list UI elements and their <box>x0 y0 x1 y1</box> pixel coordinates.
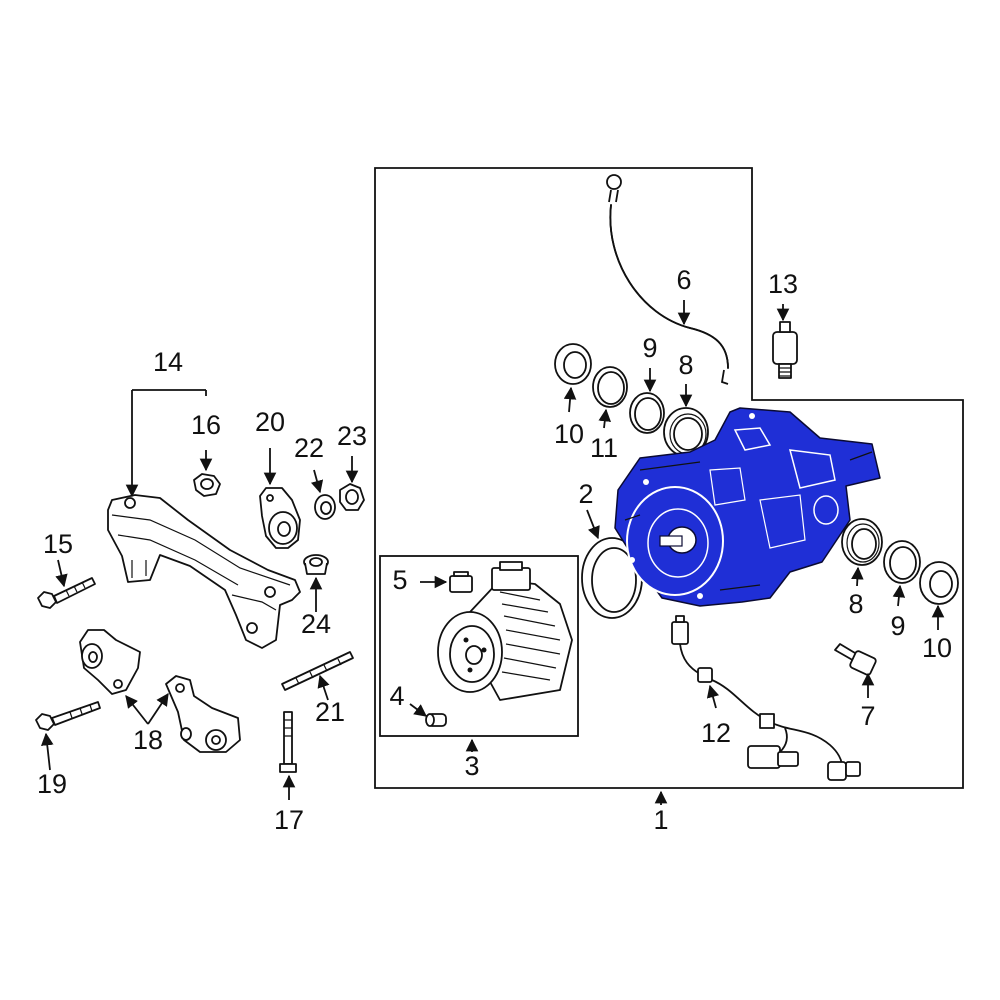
nut-part-16 <box>193 473 221 497</box>
assembly-1-outline <box>374 167 964 789</box>
bolt-part-19 <box>35 701 101 731</box>
nut-part-23 <box>339 483 365 511</box>
callout-12: 12 <box>701 718 731 748</box>
callout-9-upper: 9 <box>642 333 657 363</box>
callout-19: 19 <box>37 769 67 799</box>
seal-10-lower <box>919 561 959 605</box>
callout-1: 1 <box>653 805 668 835</box>
callout-24: 24 <box>301 609 331 639</box>
ring-11 <box>592 366 628 408</box>
sensor-part-7 <box>834 643 877 676</box>
ring-9-upper <box>629 392 665 434</box>
callout-23: 23 <box>337 421 367 451</box>
callout-15: 15 <box>43 529 73 559</box>
callout-2: 2 <box>578 479 593 509</box>
callout-14: 14 <box>153 347 183 377</box>
sensor-part-13 <box>772 321 798 379</box>
callout-5: 5 <box>392 565 407 595</box>
callout-3: 3 <box>464 751 479 781</box>
callout-17: 17 <box>274 805 304 835</box>
bushing-part-24 <box>303 554 329 575</box>
crossmember-14 <box>107 494 301 649</box>
callout-4: 4 <box>389 681 404 711</box>
callout-21: 21 <box>315 697 345 727</box>
callout-10-lower: 10 <box>922 633 952 663</box>
bolt-part-17 <box>279 711 297 773</box>
callout-labels: 1 2 3 4 5 6 7 8 8 9 9 10 10 11 12 13 14 … <box>37 265 952 835</box>
callout-8-upper: 8 <box>678 350 693 380</box>
stud-part-21 <box>281 651 354 691</box>
callout-22: 22 <box>294 433 324 463</box>
connector-part-5 <box>449 571 473 593</box>
pin-part-4 <box>425 713 447 727</box>
callout-20: 20 <box>255 407 285 437</box>
callout-18: 18 <box>133 725 163 755</box>
bushing-bracket-20 <box>259 487 301 549</box>
callout-11: 11 <box>590 433 618 463</box>
bearing-8-lower <box>841 518 883 566</box>
callout-16: 16 <box>191 410 221 440</box>
callout-8-lower: 8 <box>848 589 863 619</box>
callout-6: 6 <box>676 265 691 295</box>
mount-bracket-18-left <box>79 629 141 695</box>
callout-7: 7 <box>860 701 875 731</box>
callout-9-lower: 9 <box>890 611 905 641</box>
gasket-ring-2 <box>581 537 643 619</box>
callout-10-upper: 10 <box>554 419 584 449</box>
ring-9-lower <box>883 540 921 584</box>
differential-housing <box>614 407 881 607</box>
bolt-part-15 <box>37 577 96 609</box>
bearing-8-upper <box>663 407 709 457</box>
electric-motor <box>437 561 573 701</box>
seal-10-upper <box>554 343 592 385</box>
assembly-3-outline <box>379 555 579 737</box>
mount-bracket-18-right <box>165 675 241 753</box>
wiring-harness <box>671 615 861 781</box>
breather-hose <box>606 174 729 385</box>
leader-lines <box>40 300 945 805</box>
washer-part-22 <box>314 494 336 520</box>
callout-13: 13 <box>768 269 798 299</box>
